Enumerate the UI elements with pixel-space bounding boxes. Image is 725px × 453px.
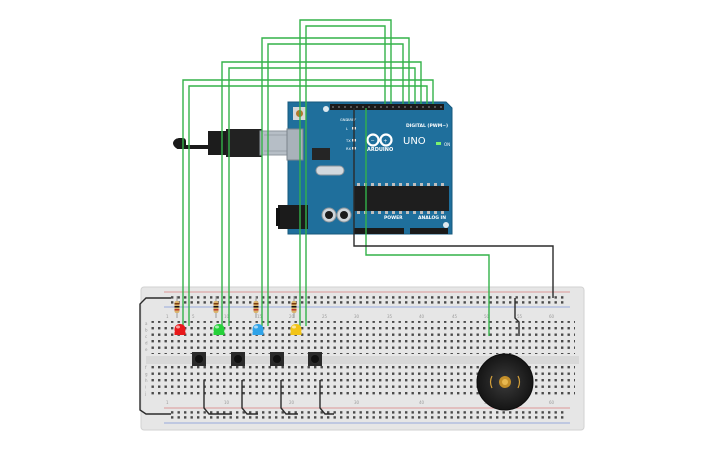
bb-col-10: 10 (224, 314, 230, 319)
logo-text: ARDUINO (367, 147, 393, 153)
bb-col-10-bottom: 10 (224, 400, 230, 405)
led-blue[interactable] (252, 324, 264, 335)
power-header (354, 228, 404, 234)
rx-label: RX (346, 147, 351, 151)
wire-rail-bridge (139, 297, 171, 415)
piezo-buzzer[interactable] (476, 353, 534, 411)
led-yellow[interactable] (290, 324, 302, 335)
led-red[interactable] (174, 324, 186, 335)
bb-col-30-bottom: 30 (354, 400, 360, 405)
breadboard-bottom-rail-holes (168, 410, 566, 420)
gnd-label: GND (340, 118, 348, 122)
wire-button-2-gnd (241, 380, 258, 415)
bb-col-50: 50 (484, 314, 490, 319)
power-jack (278, 205, 308, 229)
wire-blue-button (267, 43, 404, 326)
wire-buzzer-signal (365, 108, 490, 336)
breadboard-top-terminal-holes (150, 321, 575, 354)
bb-col-55: 55 (517, 314, 523, 319)
resistor-4 (291, 296, 297, 318)
bb-row-c: c (145, 334, 147, 339)
aref-label: AREF (347, 118, 356, 122)
bb-row-d: d (145, 341, 148, 346)
wire-red-button (188, 85, 428, 326)
wire-button-4-gnd (319, 380, 334, 415)
bb-col-20: 20 (289, 314, 295, 319)
arduino-uno-board: AREF GND DIGITAL (PWM~) UNO ARDUINO POWE… (276, 101, 453, 235)
svg-text:+: + (383, 138, 387, 144)
wire-button-3-gnd (280, 380, 298, 415)
ground-wires (139, 108, 554, 415)
resistors (174, 296, 297, 318)
bb-col-40: 40 (419, 314, 425, 319)
bb-row-j: j (144, 391, 146, 396)
bb-row-b: b (145, 328, 148, 333)
wire-red-led (182, 79, 434, 326)
analog-label: ANALOG IN (418, 215, 446, 221)
digital-label: DIGITAL (PWM~) (406, 123, 448, 129)
bb-col-60-bottom: 60 (549, 400, 555, 405)
bb-row-e: e (145, 347, 148, 352)
resistor-1 (174, 296, 180, 318)
bb-col-20-bottom: 20 (289, 400, 295, 405)
wire-gnd-arduino (353, 108, 554, 298)
usb-chip (312, 148, 330, 160)
bb-col-40-bottom: 40 (419, 400, 425, 405)
bb-col-5: 5 (192, 314, 195, 319)
bb-row-i: i (145, 385, 146, 390)
tx-label: TX (345, 139, 351, 143)
wire-blue-led (261, 37, 410, 326)
bb-col-1-bottom: 1 (166, 400, 169, 405)
l-label: L (346, 127, 348, 131)
breadboard-center-channel (146, 356, 579, 364)
board-usb-socket (286, 128, 304, 161)
bb-row-a: a (145, 321, 148, 326)
bb-col-35: 35 (387, 314, 393, 319)
wire-button-1-gnd (203, 380, 232, 415)
model-label: UNO (403, 136, 426, 147)
atmega-chip (354, 186, 449, 211)
wire-buzzer-gnd (514, 298, 520, 336)
crystal (315, 165, 345, 176)
arduino-infinity-logo-icon (366, 133, 393, 147)
bb-row-g: g (145, 372, 148, 377)
arduino-pcb (287, 101, 453, 235)
breadboard-top-rail-holes (168, 294, 566, 304)
button-3[interactable] (270, 352, 284, 366)
bb-col-45: 45 (452, 314, 458, 319)
usb-plug-strain (208, 131, 228, 155)
on-label: ON (444, 142, 450, 147)
resistor-3 (253, 296, 259, 318)
bb-row-h: h (145, 378, 148, 383)
bb-col-25: 25 (322, 314, 328, 319)
led-green[interactable] (213, 324, 225, 335)
svg-text:−: − (371, 138, 375, 144)
bb-col-30: 30 (354, 314, 360, 319)
analog-header (410, 228, 448, 234)
bb-col-15: 15 (257, 314, 263, 319)
wire-yellow-led (299, 19, 392, 326)
power-on-led (436, 142, 441, 145)
power-label: POWER (384, 215, 403, 221)
bb-col-1: 1 (166, 314, 169, 319)
wire-yellow-button (305, 25, 386, 326)
bb-col-60: 60 (549, 314, 555, 319)
button-4[interactable] (308, 352, 322, 366)
wire-green-led (221, 61, 422, 326)
button-1[interactable] (192, 352, 206, 366)
push-buttons (192, 352, 322, 366)
leds (174, 324, 302, 335)
button-2[interactable] (231, 352, 245, 366)
usb-cable (173, 129, 293, 157)
usb-plug-body (226, 129, 262, 157)
resistor-2 (213, 296, 219, 318)
wire-green-button (228, 67, 416, 326)
bb-row-f: f (145, 365, 147, 370)
signal-wires (182, 19, 490, 336)
